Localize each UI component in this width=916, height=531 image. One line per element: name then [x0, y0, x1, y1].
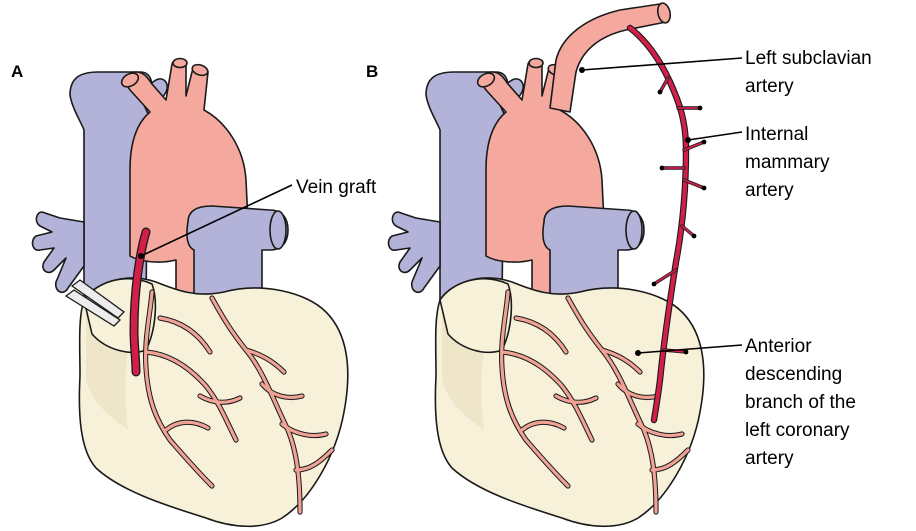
subclavian-line-2: artery — [745, 76, 794, 97]
descending-line-5: artery — [745, 448, 794, 469]
panel-b: B Left subclavian artery — [366, 2, 877, 526]
heart-illustration-b — [389, 59, 704, 527]
vein-graft-label: Vein graft — [296, 177, 377, 198]
panel-a-letter: A — [11, 62, 23, 81]
subclavian-callout: Left subclavian artery — [579, 48, 877, 97]
mammary-line-1: Internal — [745, 124, 808, 145]
mammary-callout: Internal mammary artery — [685, 124, 835, 201]
descending-line-3: branch of the — [745, 392, 856, 413]
mammary-line-3: artery — [745, 180, 794, 201]
descending-line-1: Anterior — [745, 336, 812, 357]
mammary-label: Internal mammary artery — [745, 124, 835, 201]
panel-b-letter: B — [366, 62, 378, 81]
descending-line-4: left coronary — [745, 420, 850, 441]
subclavian-line-1: Left subclavian — [745, 48, 872, 69]
mammary-line-2: mammary — [745, 152, 830, 173]
heart-illustration-a — [33, 59, 348, 527]
descending-line-2: descending — [745, 364, 842, 385]
descending-label: Anterior descending branch of the left c… — [745, 336, 861, 469]
panel-a: A Vein graft — [11, 59, 377, 527]
subclavian-label: Left subclavian artery — [745, 48, 877, 97]
